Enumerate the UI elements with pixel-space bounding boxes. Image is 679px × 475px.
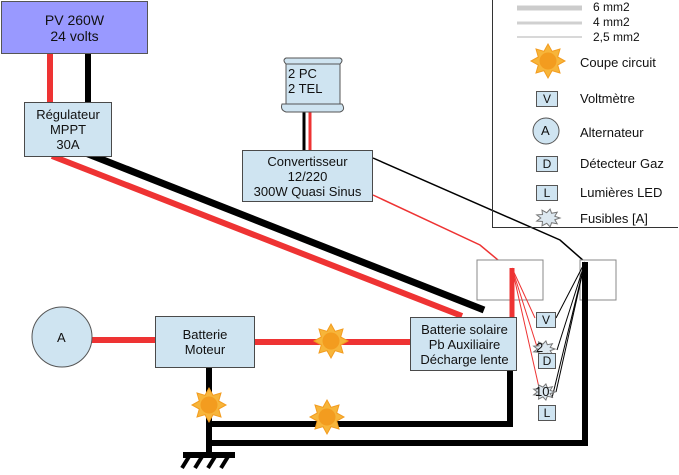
alternator-label: A	[57, 330, 66, 345]
legend-voltmetre-symbol: V	[536, 91, 558, 107]
motor-battery-box: Batterie Moteur	[155, 316, 255, 368]
alternator-circle	[31, 306, 93, 368]
wire-batsol-negative	[211, 371, 513, 427]
panel-gas-detector: D	[538, 353, 556, 369]
panel-led-lights: L	[538, 405, 556, 421]
legend-fusibles-label: Fusibles [A]	[580, 211, 648, 226]
converter-line1: Convertisseur	[267, 153, 348, 169]
wire-conv-negative	[372, 157, 586, 263]
converter-line2: 12/220	[287, 168, 328, 184]
legend-frame	[492, 0, 678, 228]
fuse-10-label: 10	[535, 384, 550, 399]
wire-red-d	[511, 267, 539, 351]
breaker-motor-icon	[190, 386, 228, 424]
legend-lumieres-label: Lumières LED	[580, 185, 663, 200]
legend-alternator-circle	[532, 117, 560, 145]
regulator-line3: 30A	[56, 137, 80, 152]
scroll-line2: 2 TEL	[288, 81, 323, 96]
wire-main-negative	[211, 262, 588, 446]
breaker-bottom-icon	[308, 398, 346, 436]
ground-tick-1	[180, 453, 192, 470]
solar-battery-line3: Décharge lente	[420, 351, 509, 367]
ground-tick-2	[193, 453, 205, 470]
breaker-solar-link-icon	[312, 322, 350, 360]
panel-voltmeter: V	[536, 312, 556, 328]
wire-conv-positive	[372, 194, 511, 271]
motor-battery-line2: Moteur	[184, 342, 226, 357]
wire-red-l	[511, 267, 541, 393]
wire-blk-v	[555, 261, 586, 319]
legend-alternateur-symbol: A	[541, 123, 550, 138]
solar-battery-line2: Pb Auxiliaire	[428, 336, 501, 352]
pv-line2: 24 volts	[50, 28, 99, 44]
wire-blk-d	[556, 261, 586, 351]
wire-red-v	[511, 267, 536, 319]
regulator-line1: Régulateur	[36, 107, 100, 122]
converter-box: Convertisseur 12/220 300W Quasi Sinus	[242, 150, 373, 202]
wire-reg-negative	[76, 146, 486, 314]
legend-voltmetre-label: Voltmètre	[580, 91, 635, 106]
fuse-10-icon	[532, 382, 557, 402]
scroll-line1: 2 PC	[288, 66, 317, 81]
wire-blk-l2	[551, 261, 586, 399]
legend-lumieres-symbol: L	[536, 185, 558, 201]
fuse-2-label: 2	[536, 340, 544, 355]
wire-reg-positive	[50, 153, 464, 319]
legend-wire-6-label: 6 mm2	[593, 0, 630, 14]
legend-coupe-circuit-label: Coupe circuit	[580, 55, 656, 70]
scroll-icon	[281, 57, 345, 113]
pv-panel-box: PV 260W 24 volts	[1, 1, 148, 54]
regulator-box: Régulateur MPPT 30A	[24, 102, 112, 157]
solar-battery-line1: Batterie solaire	[421, 321, 508, 337]
converter-line3: 300W Quasi Sinus	[253, 183, 362, 199]
legend-fusible-icon	[535, 208, 562, 228]
legend-coupe-circuit-icon	[529, 42, 567, 80]
ground-tick-3	[206, 453, 218, 470]
ground-tick-4	[219, 453, 231, 470]
regulator-line2: MPPT	[49, 122, 87, 137]
legend-detecteur-symbol: D	[536, 156, 558, 172]
pv-line1: PV 260W	[44, 12, 105, 28]
legend-alternateur-label: Alternateur	[580, 125, 644, 140]
legend-detecteur-label: Détecteur Gaz	[580, 156, 664, 171]
legend-wire-25-label: 2,5 mm2	[593, 30, 640, 44]
motor-battery-line1: Batterie	[182, 327, 228, 342]
legend-wire-4-label: 4 mm2	[593, 15, 630, 29]
scroll-text: 2 PC 2 TEL	[286, 66, 342, 96]
solar-battery-box: Batterie solaire Pb Auxiliaire Décharge …	[410, 317, 517, 371]
